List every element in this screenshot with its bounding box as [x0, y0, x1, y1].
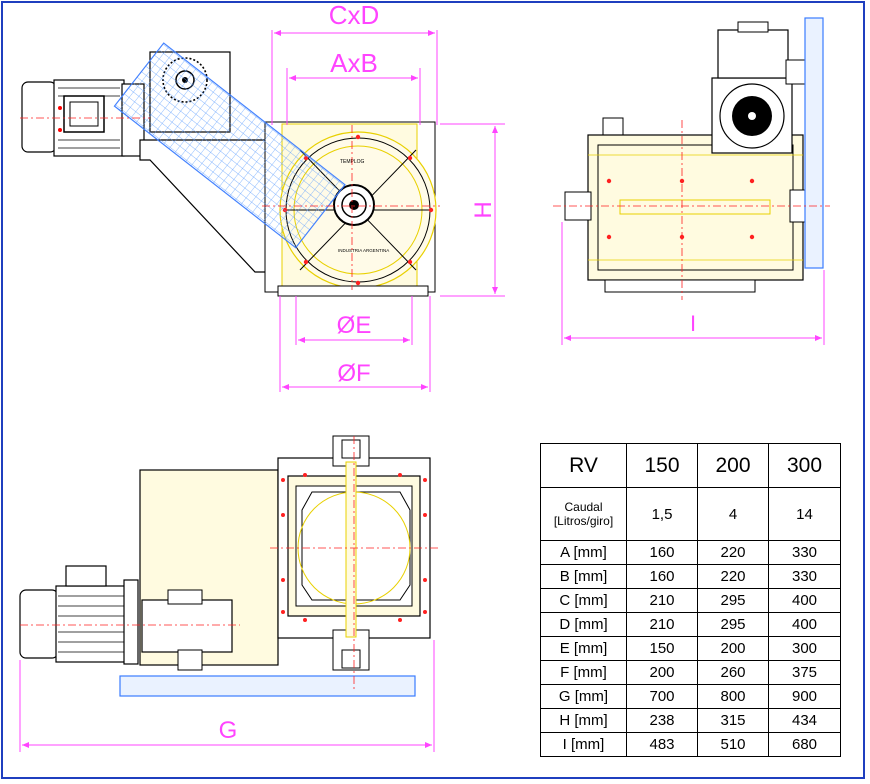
dim-cxd-label: CxD — [329, 0, 380, 30]
table-cell: 4 — [697, 487, 769, 541]
dim-i-label: I — [690, 311, 696, 336]
row-label: G [mm] — [540, 684, 627, 709]
dim-g-label: G — [219, 717, 238, 744]
caudal-unit: [Litros/giro] — [553, 514, 614, 528]
table-cell: 295 — [697, 612, 769, 637]
header-size-3: 300 — [768, 443, 841, 488]
table-cell: 900 — [768, 684, 841, 709]
table-cell: 315 — [697, 708, 769, 733]
table-cell: 510 — [697, 732, 769, 757]
header-size-1: 150 — [626, 443, 698, 488]
table-cell: 200 — [697, 636, 769, 661]
table-cell: 160 — [626, 564, 698, 589]
table-cell: 210 — [626, 588, 698, 613]
side-dimensions — [561, 222, 825, 345]
table-row: A [mm] 160 220 330 — [540, 540, 841, 565]
table-cell: 483 — [626, 732, 698, 757]
front-view: TEMPLOG INDUSTRIA ARGENTINA — [20, 42, 440, 297]
table-header-row: RV 150 200 300 — [540, 443, 841, 488]
table-cell: 375 — [768, 660, 841, 685]
table-cell: 260 — [697, 660, 769, 685]
row-label: A [mm] — [540, 540, 627, 565]
table-cell: 200 — [626, 660, 698, 685]
top-view — [19, 435, 440, 697]
dim-h-label: H — [470, 201, 497, 218]
table-row: G [mm] 700 800 900 — [540, 684, 841, 709]
table-row: I [mm] 483 510 680 — [540, 732, 841, 757]
table-cell: 400 — [768, 612, 841, 637]
row-label: D [mm] — [540, 612, 627, 637]
table-cell: 220 — [697, 540, 769, 565]
row-label: E [mm] — [540, 636, 627, 661]
table-row-caudal: Caudal[Litros/giro] 1,5 4 14 — [540, 487, 841, 541]
front-dimensions — [271, 30, 505, 392]
table-cell: 700 — [626, 684, 698, 709]
table-cell: 238 — [626, 708, 698, 733]
caudal-label: Caudal — [564, 500, 603, 514]
table-row: C [mm] 210 295 400 — [540, 588, 841, 613]
table-cell: 220 — [697, 564, 769, 589]
row-label: C [mm] — [540, 588, 627, 613]
table-cell: 680 — [768, 732, 841, 757]
chain-cover — [113, 42, 346, 249]
header-model: RV — [540, 443, 627, 488]
header-size-2: 200 — [697, 443, 769, 488]
table-row: D [mm] 210 295 400 — [540, 612, 841, 637]
row-label-caudal: Caudal[Litros/giro] — [540, 487, 627, 541]
table-row: H [mm] 238 315 434 — [540, 708, 841, 733]
table-cell: 150 — [626, 636, 698, 661]
dimensions-table: RV 150 200 300 Caudal[Litros/giro] 1,5 4… — [540, 443, 841, 757]
table-row: F [mm] 200 260 375 — [540, 660, 841, 685]
plate-bottom-text: INDUSTRIA ARGENTINA — [338, 248, 389, 253]
table-cell: 14 — [768, 487, 841, 541]
table-cell: 330 — [768, 564, 841, 589]
row-label: I [mm] — [540, 732, 627, 757]
table-cell: 210 — [626, 612, 698, 637]
table-row: E [mm] 150 200 300 — [540, 636, 841, 661]
top-dimensions — [19, 640, 435, 752]
dim-f-label: ØF — [337, 360, 370, 387]
side-view — [553, 17, 830, 300]
table-cell: 1,5 — [626, 487, 698, 541]
table-cell: 434 — [768, 708, 841, 733]
row-label: F [mm] — [540, 660, 627, 685]
table-cell: 400 — [768, 588, 841, 613]
table-cell: 800 — [697, 684, 769, 709]
row-label: H [mm] — [540, 708, 627, 733]
table-cell: 160 — [626, 540, 698, 565]
dim-e-label: ØE — [337, 312, 372, 339]
row-label: B [mm] — [540, 564, 627, 589]
table-cell: 295 — [697, 588, 769, 613]
dim-axb-label: AxB — [330, 48, 378, 78]
table-row: B [mm] 160 220 330 — [540, 564, 841, 589]
table-cell: 330 — [768, 540, 841, 565]
table-cell: 300 — [768, 636, 841, 661]
